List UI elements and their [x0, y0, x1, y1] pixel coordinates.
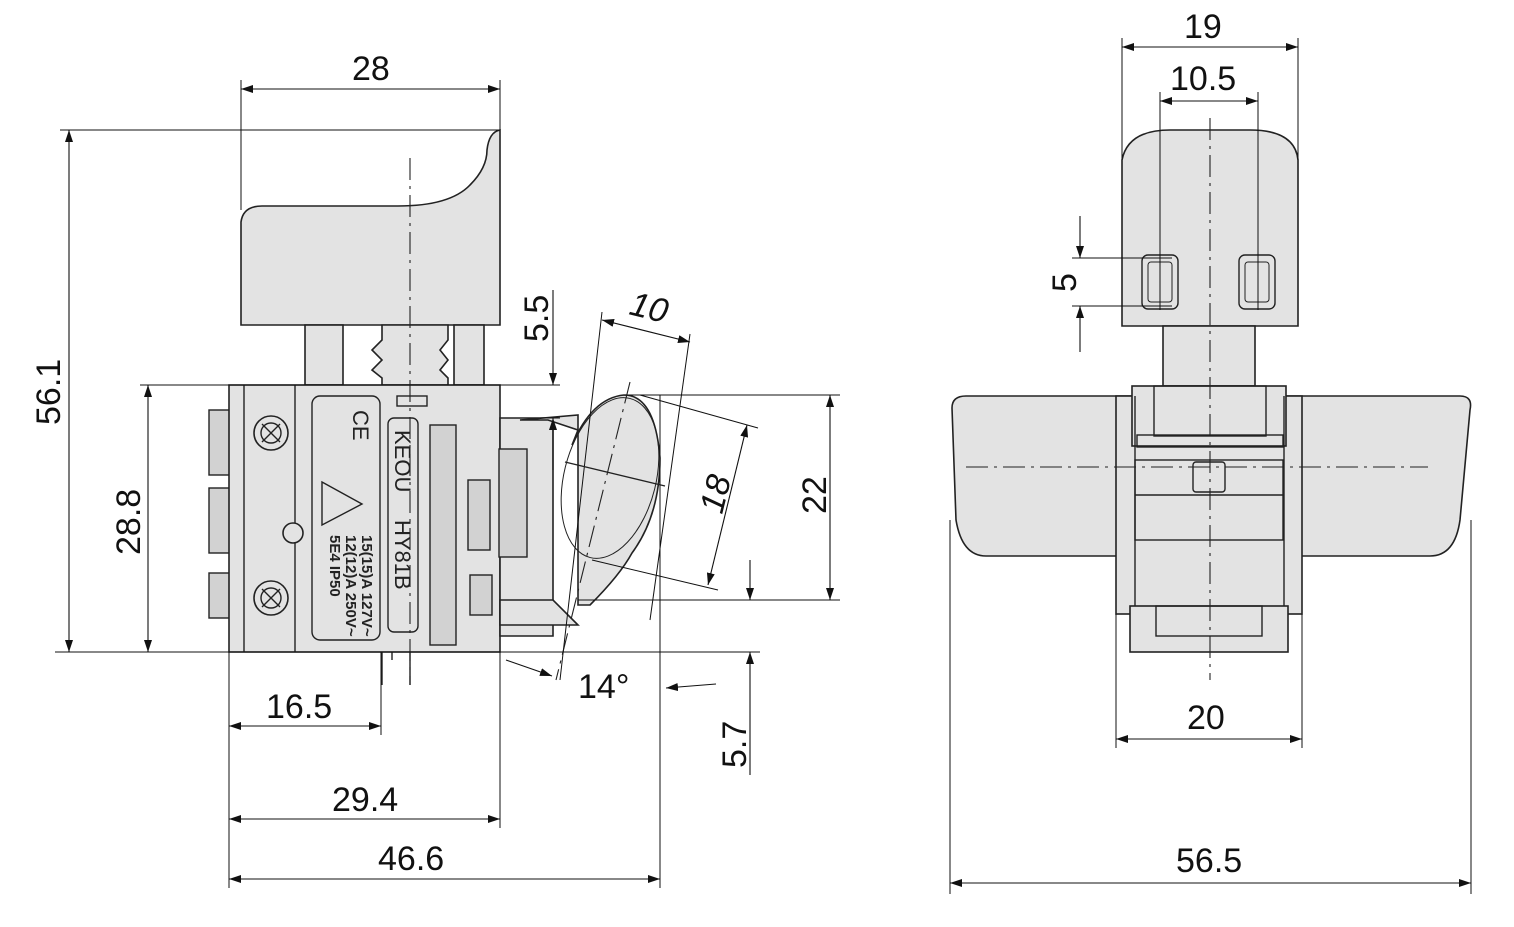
dim-offset-b: 29.4 [332, 781, 398, 819]
dim-front-width-total: 56.5 [1176, 842, 1242, 880]
dim-angle: 14° [578, 668, 629, 706]
label-plate [311, 395, 381, 641]
rating-line-2: 12(12)A 250V~ [342, 535, 359, 637]
dim-knob-height: 22 [796, 476, 834, 514]
screw-icon [253, 415, 289, 451]
screw-icon [253, 580, 289, 616]
dim-front-width-inner: 10.5 [1170, 60, 1236, 98]
ce-mark: CE [348, 410, 373, 441]
dim-knob-diag: 18 [693, 471, 739, 517]
dim-height-total: 56.1 [30, 359, 68, 425]
dim-length-total: 46.6 [378, 840, 444, 878]
rivet [282, 522, 304, 544]
brand-text: KEOU [390, 430, 415, 492]
dim-knob-width: 10 [626, 285, 672, 331]
dim-front-width-top: 19 [1184, 8, 1222, 46]
dim-step: 5.5 [518, 295, 556, 342]
front-view: 19 10.5 5 20 56.5 [949, 8, 1472, 894]
side-view: CE 15(15)A 127V~ 12(12)A 250V~ 5E4 IP50 … [30, 50, 840, 888]
terminal-tabs [208, 409, 232, 619]
trigger-front [1121, 129, 1299, 327]
trigger-slot [1238, 254, 1276, 310]
dim-front-width-mid: 20 [1187, 699, 1225, 737]
brand-plate [387, 417, 419, 633]
body-right-module [467, 414, 580, 637]
rating-line-3: 5E4 IP50 [326, 535, 343, 597]
warning-triangle-icon [321, 480, 364, 527]
rating-line-1: 15(15)A 127V~ [358, 535, 375, 637]
dim-offset-a: 16.5 [266, 688, 332, 726]
trigger-stems [304, 324, 485, 386]
dim-height-body: 28.8 [110, 489, 148, 555]
trigger [240, 129, 501, 326]
dim-knob-offset: 5.7 [716, 721, 754, 768]
dim-width-top: 28 [352, 50, 390, 88]
model-text: HY81B [390, 520, 415, 590]
dim-slot: 5 [1046, 273, 1084, 292]
